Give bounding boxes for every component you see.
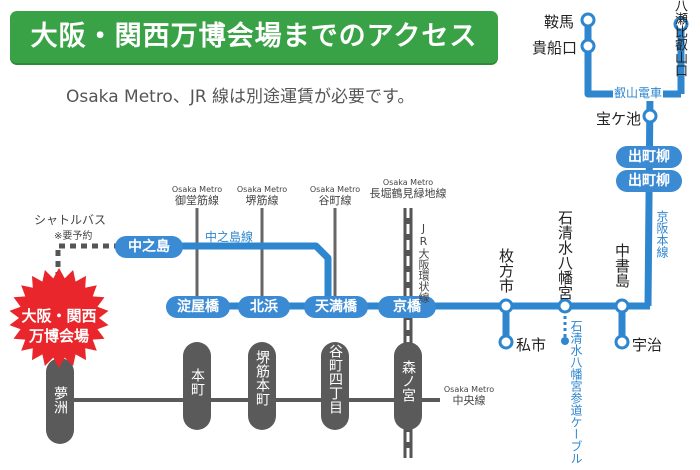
station-yodoyabashi: 淀屋橋: [177, 299, 219, 315]
yodoyabashi-pill: [166, 296, 230, 318]
label-keihan-main: 京阪本線: [655, 210, 669, 258]
shuttle-bus-note: ※要予約: [54, 231, 93, 242]
station-demachiyanagi-2: 出町柳: [628, 173, 670, 189]
label-otokoyama-cable: 石清水八幡宮参道ケーブル: [569, 320, 583, 464]
station-nakanoshima: 中之島: [128, 239, 170, 255]
cable-end-dot: [561, 337, 569, 345]
station-kitahama: 北浜: [250, 299, 278, 315]
kyobashi-pill: [378, 296, 436, 318]
station-iwashimizu: 石清水八幡宮: [556, 210, 574, 300]
station-uji: 宇治: [632, 336, 663, 354]
label-eizan: 叡山電車: [613, 84, 664, 101]
kitahama-pill: [238, 296, 290, 318]
station-hirakatashi: 枚方市: [497, 248, 515, 293]
label-jr-loop: JR大阪環状線: [417, 222, 430, 303]
station-temmabashi: 天満橋: [315, 299, 357, 315]
morinomiya-pill: [394, 342, 422, 430]
station-kurama: 鞍馬: [544, 13, 575, 31]
label-nagahori: Osaka Metro 長堀鶴見緑地線: [369, 178, 447, 200]
tanimachi-4-pill: [321, 342, 349, 430]
label-chuo: Osaka Metro 中央線: [443, 385, 495, 407]
label-tanimachi: Osaka Metro 谷町線: [309, 185, 361, 207]
label-nakanoshima-line: 中之島線: [205, 230, 254, 244]
station-takaragaike: 宝ケ池: [596, 110, 642, 128]
hommachi-pill: [183, 342, 211, 430]
page-title: 大阪・関西万博会場までのアクセス: [30, 21, 478, 52]
station-yumeshima: 夢洲: [52, 386, 68, 414]
shuttle-bus-label: シャトルバス: [34, 213, 107, 227]
keihan-station-dots: [498, 12, 689, 350]
station-tanimachi-4: 谷町四丁目: [327, 344, 343, 414]
station-yase: 八瀬比叡山口: [672, 0, 687, 77]
station-hommachi: 本町: [189, 368, 205, 396]
station-morinomiya: 森ノ宮: [400, 360, 416, 402]
keihan-lines: [150, 20, 685, 310]
yumeshima-pill: [46, 358, 74, 444]
station-demachiyanagi-1: 出町柳: [628, 149, 670, 165]
station-kibuneguchi: 貴船口: [532, 39, 578, 57]
station-chushojima: 中書島: [613, 243, 631, 288]
label-midosuji: Osaka Metro 御堂筋線: [171, 185, 223, 207]
nakanoshima-pill: [115, 236, 183, 258]
station-kyobashi: 京橋: [393, 299, 421, 315]
shuttle-bus-route: [55, 243, 120, 280]
expo-label: 大阪・関西万博会場: [21, 307, 97, 345]
demachiyanagi-pill-2: [616, 170, 682, 192]
expo-badge: [9, 268, 109, 368]
temmabashi-pill: [304, 296, 368, 318]
station-sakaisuji-hommachi: 堺筋本町: [254, 350, 270, 406]
sakaisuji-hommachi-pill: [248, 342, 276, 430]
title-banner: 大阪・関西万博会場までのアクセス: [10, 11, 498, 63]
demachiyanagi-pill-1: [616, 146, 682, 168]
station-kisaichi: 私市: [516, 336, 547, 354]
label-sakaisuji: Osaka Metro 堺筋線: [236, 185, 288, 207]
fare-note: Osaka Metro、JR 線は別途運賃が必要です。: [66, 87, 415, 107]
